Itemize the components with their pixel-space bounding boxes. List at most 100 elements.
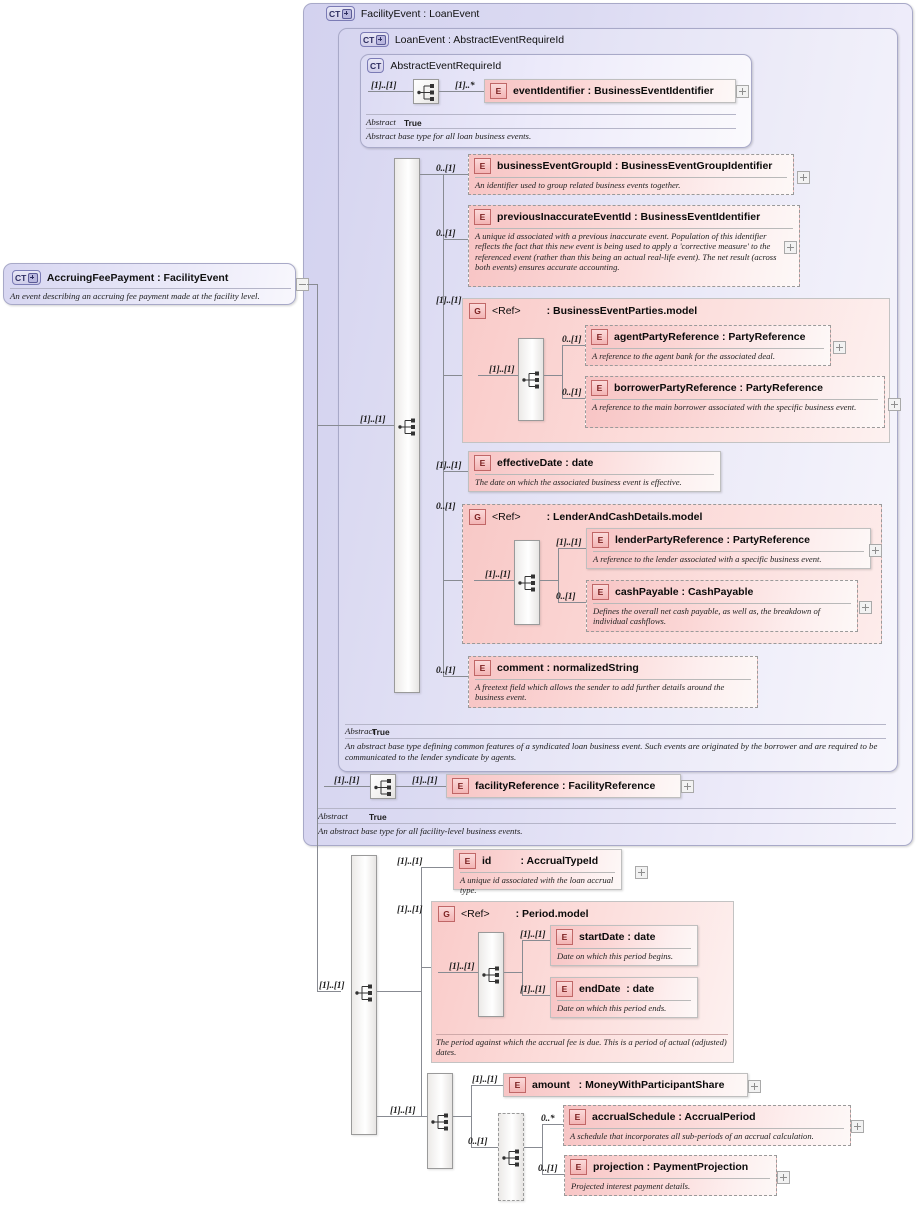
element-cash-payable-doc: Defines the overall net cash payable, as…	[593, 606, 821, 627]
connector	[343, 425, 394, 426]
cardinality-event-identifier: [1]..*	[455, 81, 475, 91]
sequence-compositor-period[interactable]	[478, 932, 504, 1017]
sequence-compositor-facility[interactable]	[370, 774, 396, 799]
expand-borrower-party-reference-icon[interactable]	[888, 398, 901, 411]
divider	[475, 679, 751, 680]
sequence-compositor-abstract[interactable]	[413, 79, 439, 104]
divider	[460, 872, 615, 873]
expand-id-icon[interactable]	[635, 866, 648, 879]
element-borrower-party-reference[interactable]: E borrowerPartyReference : PartyReferenc…	[585, 376, 885, 428]
element-comment[interactable]: E comment : normalizedString A freetext …	[468, 656, 758, 708]
connector	[439, 91, 484, 92]
element-effective-date[interactable]: E effectiveDate : date The date on which…	[468, 451, 721, 492]
group-badge-icon: G	[438, 906, 455, 922]
element-start-date[interactable]: E startDate : date Date on which this pe…	[550, 925, 698, 966]
expand-agent-party-reference-icon[interactable]	[833, 341, 846, 354]
connector	[317, 991, 341, 992]
connector	[421, 867, 453, 868]
element-amount-name: amount : MoneyWithParticipantShare	[532, 1079, 725, 1091]
divider	[345, 724, 886, 725]
sequence-compositor-loan-event[interactable]	[394, 158, 420, 693]
element-badge-icon: E	[591, 329, 608, 345]
connector	[524, 1147, 542, 1148]
cardinality-id: [1]..[1]	[397, 857, 423, 867]
expand-business-event-group-id-icon[interactable]	[797, 171, 810, 184]
element-business-event-group-id-header: E businessEventGroupId : BusinessEventGr…	[469, 155, 793, 176]
connector	[443, 471, 470, 472]
group-period-doc: The period against which the accrual fee…	[436, 1037, 727, 1058]
element-facility-reference-header: E facilityReference : FacilityReference	[447, 775, 680, 796]
element-id[interactable]: E id : AccrualTypeId A unique id associa…	[453, 849, 622, 895]
divider	[593, 551, 864, 552]
connector	[544, 375, 562, 376]
divider	[557, 1000, 691, 1001]
element-badge-icon: E	[474, 455, 491, 471]
cardinality-amount-seq: [1]..[1]	[390, 1106, 416, 1116]
element-facility-reference[interactable]: E facilityReference : FacilityReference	[446, 774, 681, 798]
cardinality-lender-cash-seq: [1]..[1]	[485, 570, 511, 580]
cardinality-business-event-group-id: 0..[1]	[436, 164, 456, 174]
sequence-compositor-projection[interactable]	[498, 1113, 524, 1201]
root-node-accruing-fee-payment[interactable]: CT AccruingFeePayment : FacilityEvent An…	[3, 263, 296, 305]
sequence-icon	[398, 418, 415, 436]
connector	[443, 174, 444, 676]
element-cash-payable-name: cashPayable : CashPayable	[615, 586, 754, 598]
connector	[307, 284, 317, 285]
container-abstract-event-require-id-title: AbstractEventRequireId	[390, 59, 502, 72]
element-projection-header: E projection : PaymentProjection	[565, 1156, 776, 1177]
connector	[421, 867, 422, 1116]
connector	[522, 940, 523, 995]
expand-amount-icon[interactable]	[748, 1080, 761, 1093]
cardinality-agent-party-reference: 0..[1]	[562, 335, 582, 345]
abstract-label: Abstract	[318, 811, 348, 821]
connector	[443, 174, 470, 175]
expand-projection-icon[interactable]	[777, 1171, 790, 1184]
expand-facility-reference-icon[interactable]	[681, 780, 694, 793]
group-ref-label: <Ref>	[461, 908, 490, 920]
connector	[522, 995, 550, 996]
cardinality-period-seq: [1]..[1]	[449, 962, 475, 972]
expand-cash-payable-icon[interactable]	[859, 601, 872, 614]
element-business-event-group-id[interactable]: E businessEventGroupId : BusinessEventGr…	[468, 154, 794, 195]
connector	[542, 1174, 564, 1175]
cardinality-lender-party-reference: [1]..[1]	[556, 538, 582, 548]
divider	[475, 474, 714, 475]
container-facility-event-header: CT FacilityEvent : LoanEvent	[326, 6, 479, 21]
element-cash-payable[interactable]: E cashPayable : CashPayable Defines the …	[586, 580, 858, 632]
facility-event-doc: An abstract base type for all facility-l…	[318, 826, 523, 836]
complex-type-badge-icon: CT	[360, 32, 389, 47]
element-badge-icon: E	[459, 853, 476, 869]
connector	[562, 398, 586, 399]
element-projection-doc: Projected interest payment details.	[571, 1181, 691, 1191]
expand-event-identifier-icon[interactable]	[736, 85, 749, 98]
sequence-compositor-accrual[interactable]	[351, 855, 377, 1135]
connector	[542, 1124, 543, 1174]
sequence-compositor-lender-cash[interactable]	[514, 540, 540, 625]
connector	[396, 786, 446, 787]
expand-previous-inaccurate-event-id-icon[interactable]	[784, 241, 797, 254]
element-amount[interactable]: E amount : MoneyWithParticipantShare	[503, 1073, 748, 1097]
element-lender-party-reference-name: lenderPartyReference : PartyReference	[615, 534, 810, 546]
divider	[366, 114, 736, 115]
element-previous-inaccurate-event-id[interactable]: E previousInaccurateEventId : BusinessEv…	[468, 205, 800, 287]
abstract-label: Abstract	[345, 726, 375, 736]
divider	[571, 1178, 770, 1179]
element-agent-party-reference[interactable]: E agentPartyReference : PartyReference A…	[585, 325, 831, 366]
element-accrual-schedule[interactable]: E accrualSchedule : AccrualPeriod A sche…	[563, 1105, 851, 1146]
element-lender-party-reference[interactable]: E lenderPartyReference : PartyReference …	[586, 528, 871, 569]
element-end-date[interactable]: E endDate : date Date on which this peri…	[550, 977, 698, 1018]
sequence-icon	[355, 984, 372, 1002]
element-accrual-schedule-header: E accrualSchedule : AccrualPeriod	[564, 1106, 850, 1127]
divider	[345, 738, 886, 739]
element-effective-date-doc: The date on which the associated busines…	[475, 477, 682, 487]
cardinality-start-date: [1]..[1]	[520, 930, 546, 940]
sequence-compositor-amount[interactable]	[427, 1073, 453, 1169]
element-end-date-header: E endDate : date	[551, 978, 697, 999]
element-event-identifier[interactable]: E eventIdentifier : BusinessEventIdentif…	[484, 79, 736, 103]
element-start-date-doc: Date on which this period begins.	[557, 951, 674, 961]
expand-lender-party-reference-icon[interactable]	[869, 544, 882, 557]
sequence-compositor-parties[interactable]	[518, 338, 544, 421]
element-projection[interactable]: E projection : PaymentProjection Project…	[564, 1155, 777, 1196]
expand-accrual-schedule-icon[interactable]	[851, 1120, 864, 1133]
